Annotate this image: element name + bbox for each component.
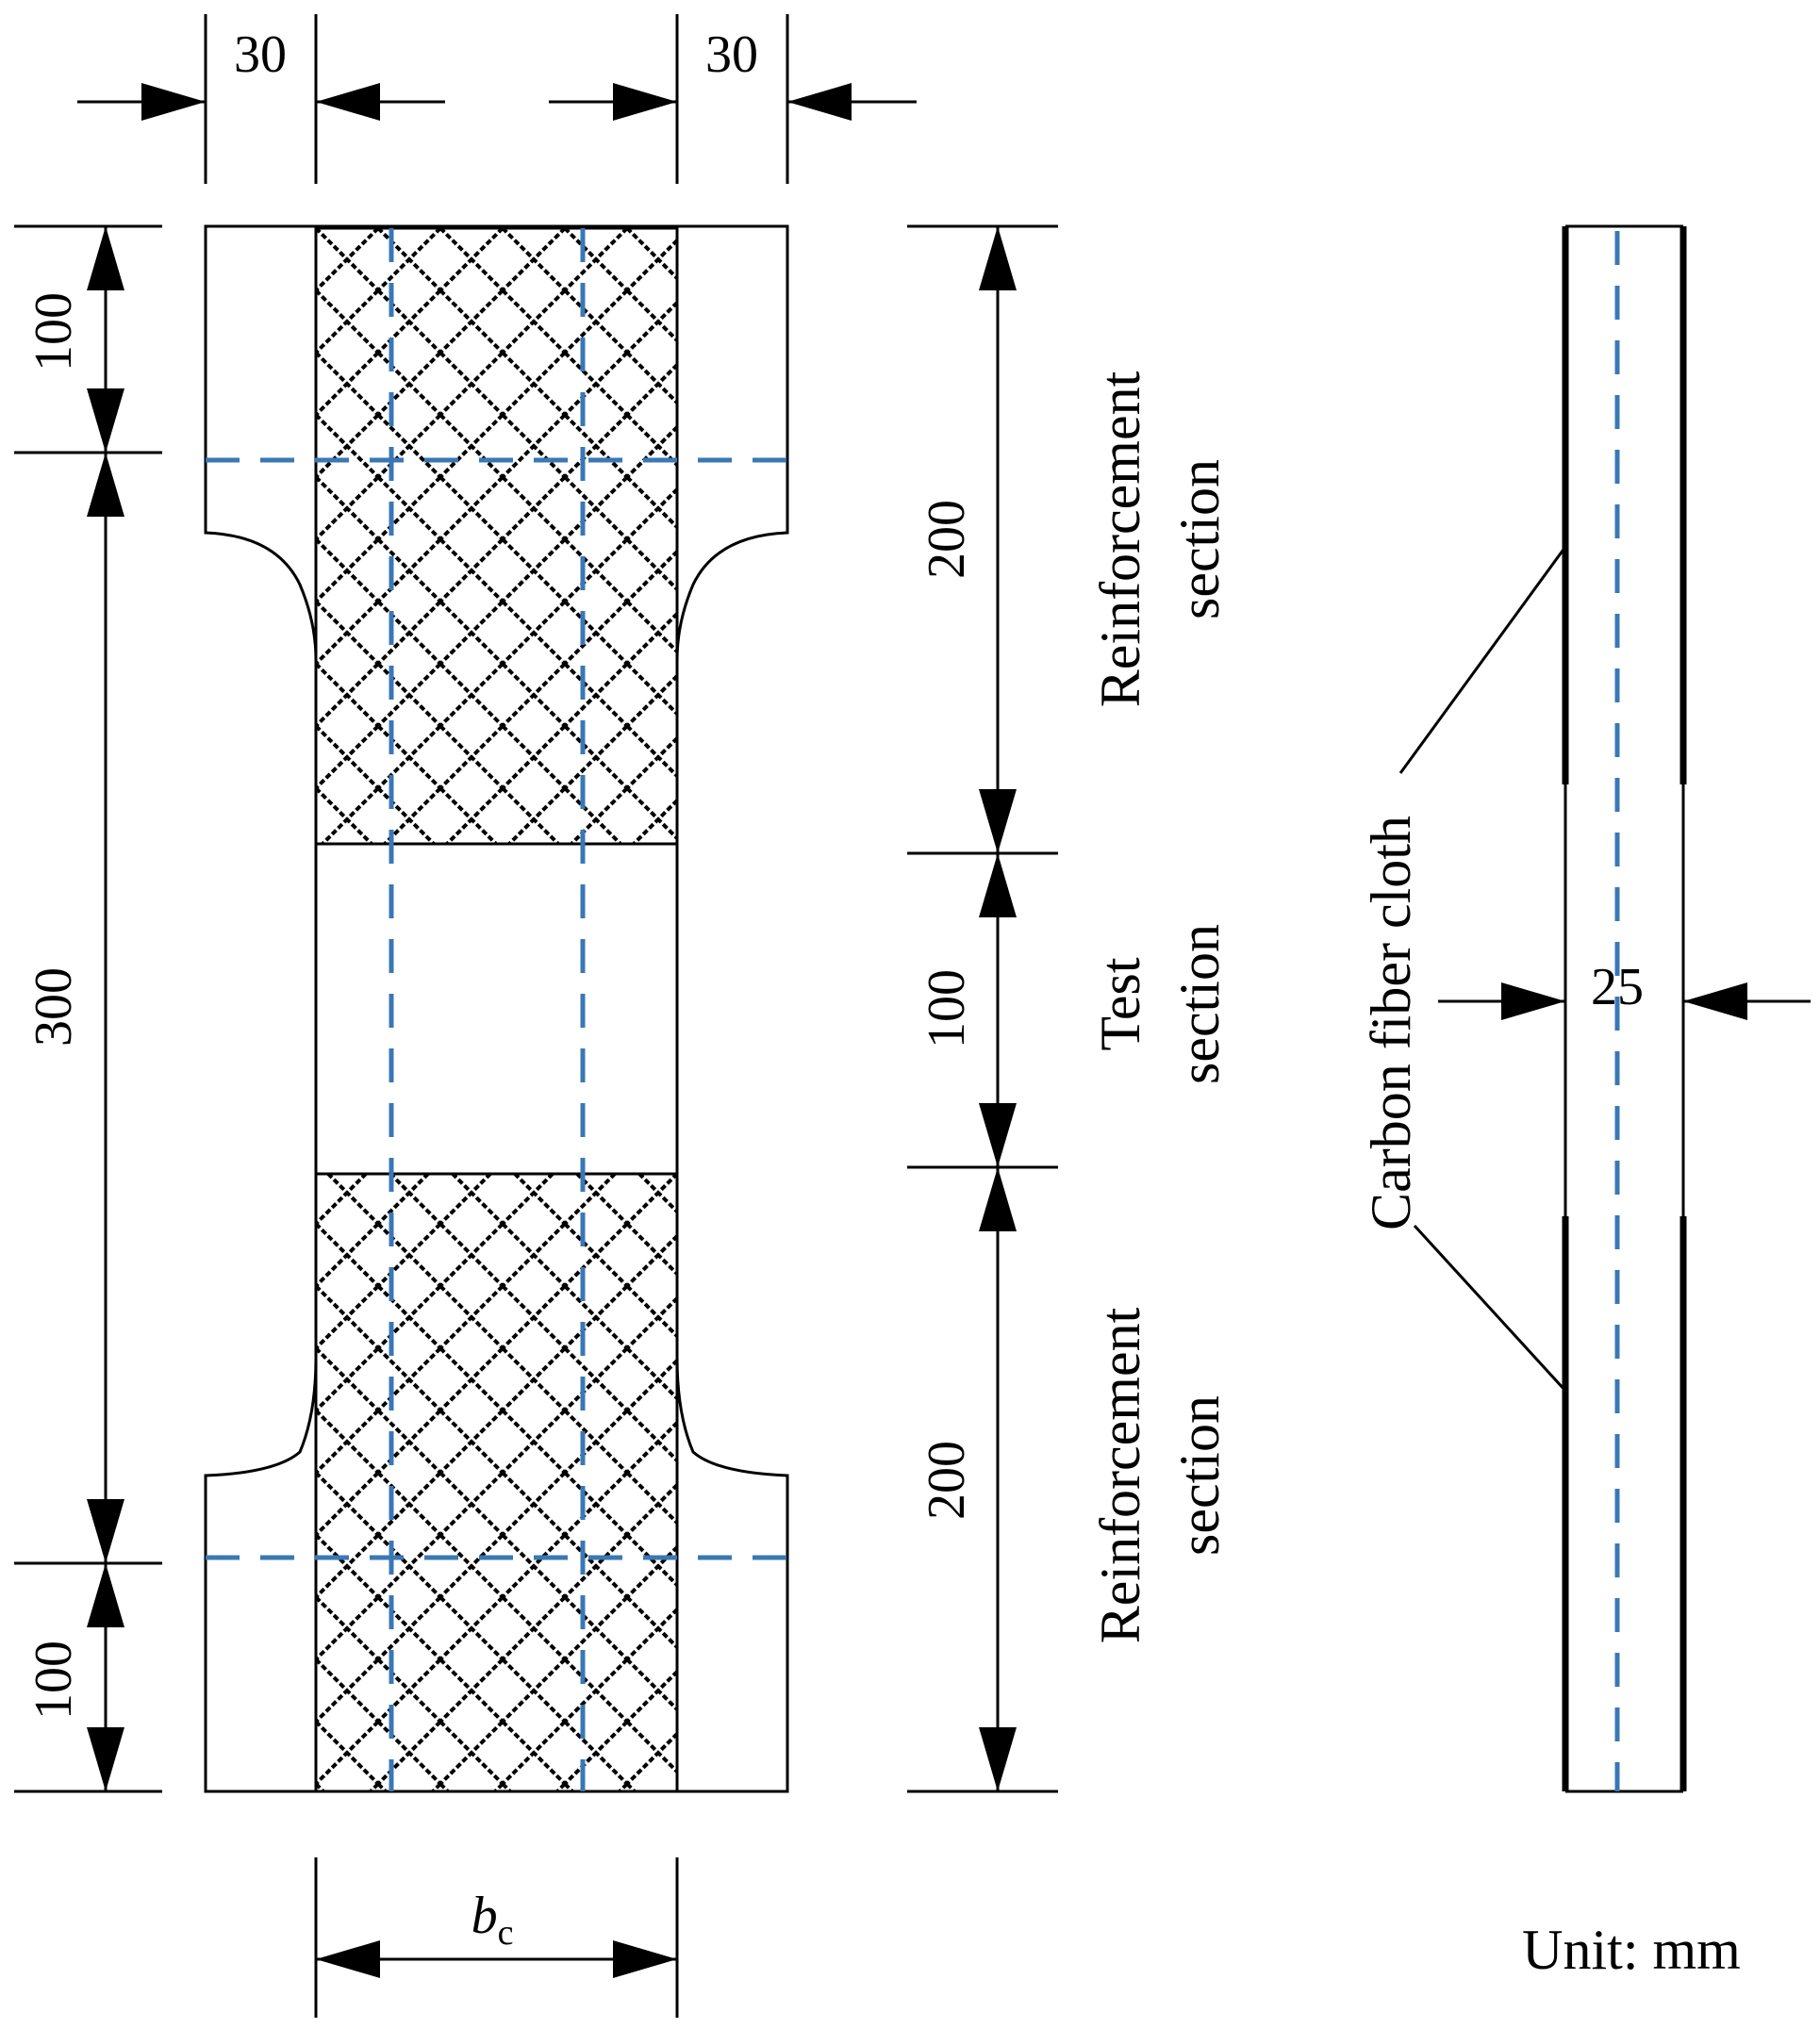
label-upper-section-line2: section <box>1168 459 1231 619</box>
dashed-reference-lines <box>206 228 787 1791</box>
unit-label: Unit: mm <box>1522 1919 1741 1981</box>
lower-reinforcement-zone <box>314 1172 679 1793</box>
label-upper-section-line1: Reinforcement <box>1089 371 1151 707</box>
dim-top-right: 30 <box>705 25 758 84</box>
top-dimensions <box>77 14 917 184</box>
dim-left-bottom: 100 <box>25 1641 83 1720</box>
label-test-section-line1: Test <box>1089 957 1151 1050</box>
dim-side-thickness: 25 <box>1591 958 1644 1016</box>
right-dimensions <box>907 224 1058 1793</box>
label-lower-section-line2: section <box>1168 1395 1231 1556</box>
left-dimensions <box>14 224 162 1793</box>
dim-right-middle: 100 <box>918 969 976 1048</box>
dim-right-lower: 200 <box>918 1441 976 1520</box>
dim-top-left: 30 <box>234 25 287 84</box>
dim-left-top: 100 <box>25 292 83 371</box>
upper-reinforcement-zone <box>314 226 679 846</box>
dim-bottom-width: bc <box>472 1887 514 1953</box>
side-view <box>1398 224 1811 1793</box>
label-test-section-line2: section <box>1168 924 1231 1084</box>
label-lower-section-line1: Reinforcement <box>1089 1307 1151 1643</box>
dim-right-upper: 200 <box>918 500 976 579</box>
dim-left-middle: 300 <box>25 967 83 1047</box>
bottom-width-dimension <box>314 1857 679 2018</box>
label-carbon-fiber-cloth: Carbon fiber cloth <box>1360 816 1422 1230</box>
